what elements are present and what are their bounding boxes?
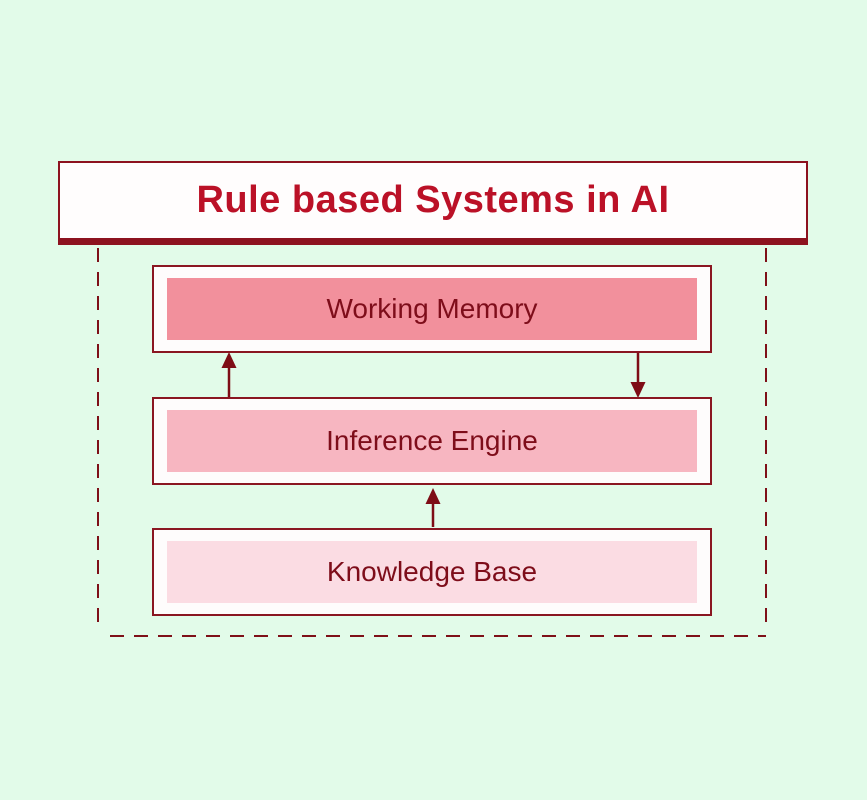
knowledge-base-label: Knowledge Base [326, 556, 538, 587]
working-memory-fill: Working Memory [167, 278, 697, 340]
working-memory-box: Working Memory [152, 265, 712, 353]
title-box: Rule based Systems in AI [58, 161, 808, 245]
inference-engine-label: Inference Engine [326, 425, 538, 456]
arrow-working-memory-to-inference [630, 353, 646, 398]
knowledge-base-fill: Knowledge Base [167, 541, 697, 603]
working-memory-label: Working Memory [326, 293, 538, 324]
arrow-inference-to-working-memory [221, 352, 237, 397]
inference-engine-fill: Inference Engine [167, 410, 697, 472]
page-title: Rule based Systems in AI [196, 179, 670, 221]
arrow-knowledge-base-to-inference [425, 488, 441, 527]
inference-engine-box: Inference Engine [152, 397, 712, 485]
knowledge-base-box: Knowledge Base [152, 528, 712, 616]
